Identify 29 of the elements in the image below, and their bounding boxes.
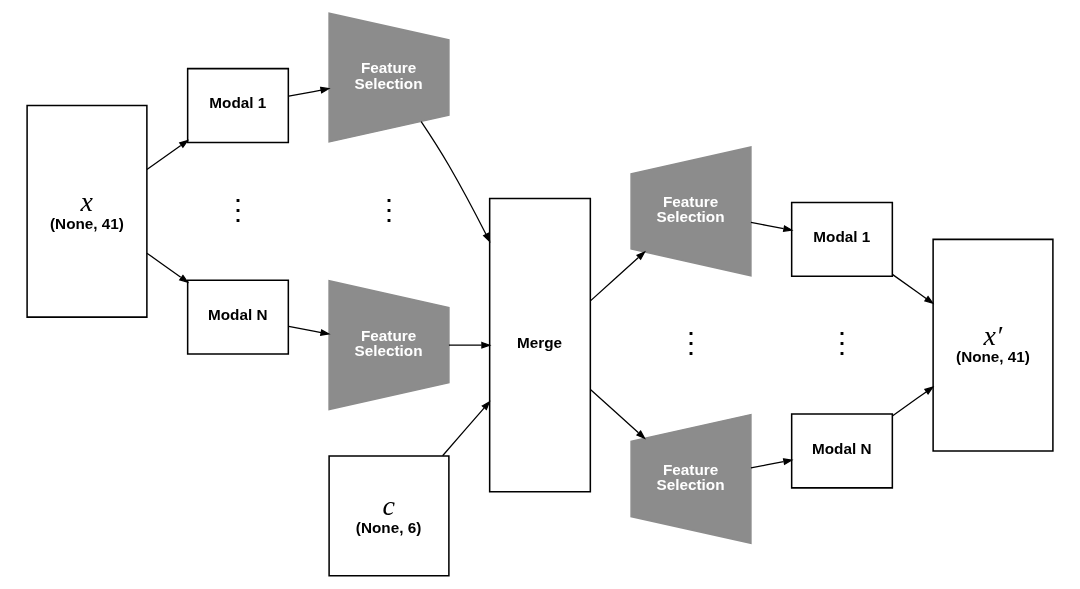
arrow — [420, 120, 491, 244]
arrow — [441, 400, 491, 457]
node-box: x′ (None, 41) — [932, 238, 1054, 452]
node-box: Feature Selection — [630, 146, 752, 277]
arrow — [892, 273, 935, 305]
arrow — [590, 389, 646, 440]
label: ⋮ — [375, 193, 403, 225]
arrow — [750, 458, 794, 469]
node-box: Modal N — [186, 279, 290, 355]
node-box: Feature Selection — [630, 413, 752, 545]
arrow — [146, 139, 190, 171]
node-box: c (None, 6) — [328, 455, 450, 577]
arrow — [892, 386, 935, 417]
arrow — [288, 325, 331, 336]
node-box: Modal 1 — [186, 67, 290, 144]
label: ⋮ — [828, 327, 857, 359]
node-box: Modal N — [790, 413, 894, 489]
arrow — [288, 86, 331, 97]
arrow — [750, 221, 794, 233]
node-box: Modal 1 — [790, 201, 894, 278]
arrow — [146, 252, 190, 284]
label: ⋮ — [223, 193, 252, 225]
label: ⋮ — [677, 327, 705, 359]
node-box: Feature Selection — [328, 279, 450, 411]
arrow — [590, 250, 646, 302]
arrow — [448, 341, 492, 349]
node-box: Feature Selection — [328, 12, 450, 143]
node-box: x (None, 41) — [26, 104, 148, 318]
node-box: Merge — [488, 197, 592, 493]
